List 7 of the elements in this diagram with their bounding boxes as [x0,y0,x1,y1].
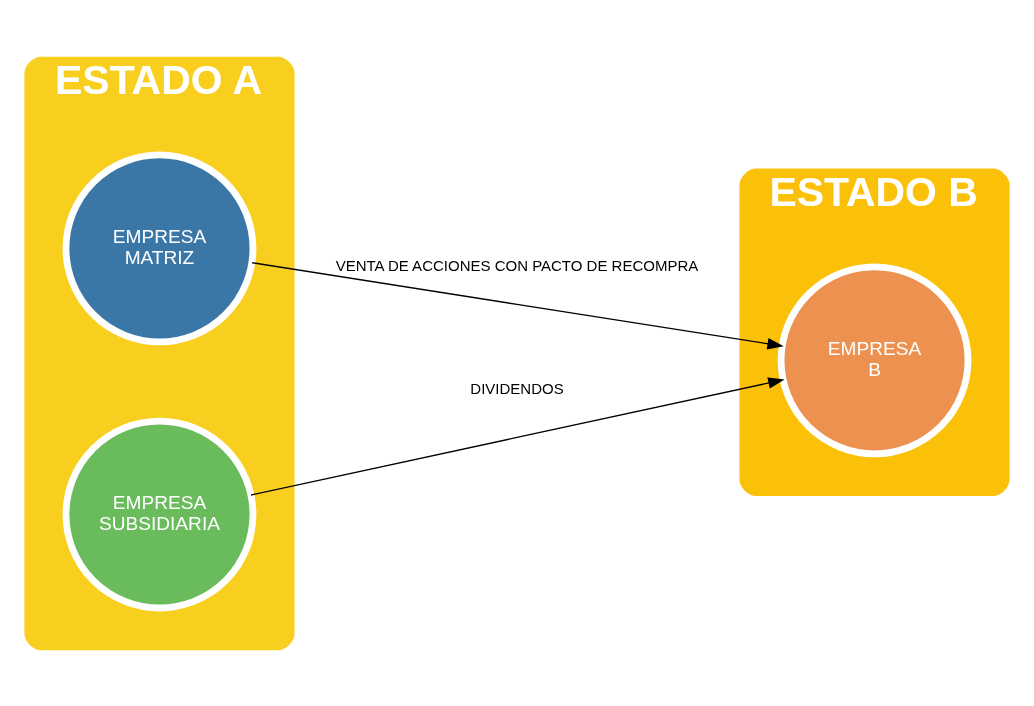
node-circle: EMPRESA SUBSIDIARIA [62,417,257,611]
arrow [250,376,785,496]
edge-label: DIVIDENDOS [470,379,564,397]
edge-label: VENTA DE ACCIONES CON PACTO DE RECOMPRA [335,256,699,274]
node-circle: EMPRESA MATRIZ [62,151,257,345]
arrow [251,261,784,349]
node-circle: EMPRESA B [777,262,972,457]
